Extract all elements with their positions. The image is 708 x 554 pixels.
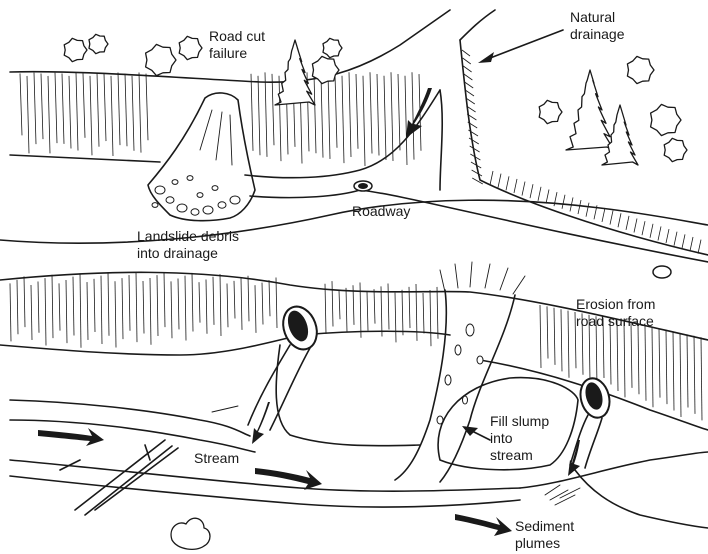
shrub: [171, 518, 210, 549]
natural-drainage-label: Natural drainage: [570, 9, 625, 43]
stream-label: Stream: [194, 450, 239, 467]
sediment-plumes-label: Sediment plumes: [515, 518, 574, 552]
culvert-mid: [277, 302, 322, 354]
road-cut-failure-label: Road cut failure: [209, 28, 265, 62]
culvert-right: [576, 375, 613, 421]
sediment-deposit: [545, 485, 580, 505]
culvert-upper: [354, 181, 372, 191]
landslide-debris: [148, 93, 255, 221]
stream-banks: [10, 345, 708, 528]
landslide-debris-label: Landslide debris into drainage: [137, 228, 239, 262]
erosion-label: Erosion from road surface: [576, 296, 655, 330]
fill-slump-label: Fill slump into stream: [490, 413, 549, 464]
culvert-right-edge: [653, 266, 671, 278]
fallen-logs: [60, 440, 178, 515]
roadway-label: Roadway: [352, 203, 410, 220]
trees: [64, 34, 687, 165]
